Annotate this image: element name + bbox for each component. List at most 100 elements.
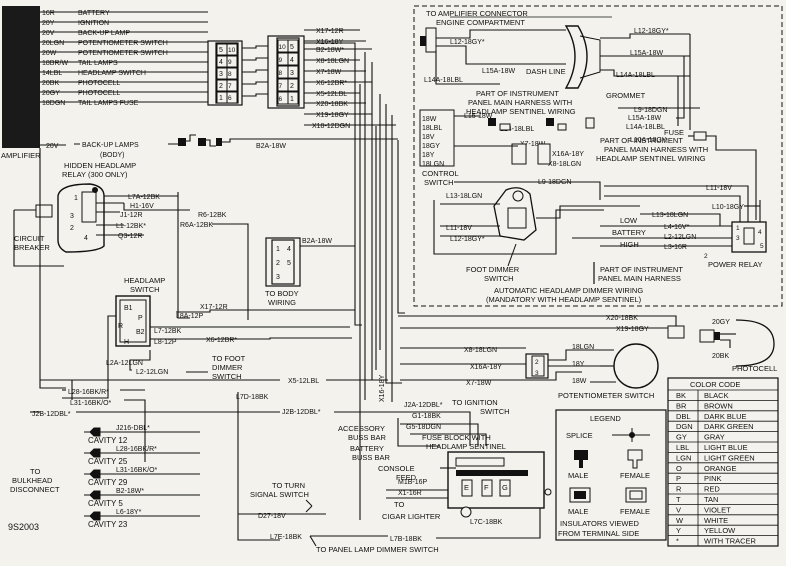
right-pin-left: 6 xyxy=(279,96,283,103)
amp-wire-code: 18BR/W xyxy=(42,60,68,67)
turn-signal: TO TURN SIGNAL SWITCH D27-18V xyxy=(238,481,326,520)
cc-color: PINK xyxy=(704,474,722,483)
ab-high: HIGH xyxy=(620,240,639,249)
right-pin-right: 3 xyxy=(290,70,294,77)
bulkhead-cavity-label: CAVITY 29 xyxy=(88,478,128,487)
bulkhead-wire-label: L28-16BK/R* xyxy=(116,446,157,453)
ab-w-x8: X8-18LGN xyxy=(548,161,581,168)
amplifier-label: AMPLIFIER xyxy=(1,151,41,160)
ab-w-l13: L13-18LGN xyxy=(652,212,688,219)
ab-h2-1: PANEL MAIN HARNESS WITH xyxy=(604,145,708,154)
ab-h3-0: PART OF INSTRUMENT xyxy=(600,265,683,274)
amp-pin-left: 1 xyxy=(219,95,223,102)
ab-h1-1: PANEL MAIN HARNESS WITH xyxy=(468,98,572,107)
fuse-block: J2A-12DBL* G1-18BK G5-18DGN M1B-16P X1-1… xyxy=(338,402,552,526)
amp-wire-label: TAIL LAMPS xyxy=(78,60,118,67)
ab-w-x7: X7-18W xyxy=(520,141,546,148)
cc-code: DBL xyxy=(676,412,691,421)
amp-wire-label: BACK-UP LAMP xyxy=(78,30,130,37)
panel-dimmer: L7E-18BK L7B-18BK TO PANEL LAMP DIMMER S… xyxy=(270,500,541,554)
cc-color: BLACK xyxy=(704,391,729,400)
ab-w-l14a: L14A-18LBL xyxy=(424,77,463,84)
pin-cell xyxy=(287,65,299,79)
fd-b: DIMMER xyxy=(212,363,243,372)
cc-color: YELLOW xyxy=(704,526,736,535)
ab-w-l15a-c: L15A-18W xyxy=(628,115,661,122)
fb-w-l7c: L7C-18BK xyxy=(470,519,503,526)
power-relay: 1 3 4 5 2 POWER RELAY xyxy=(704,221,767,269)
amp-wire-code: 20V xyxy=(42,30,55,37)
bw-pin-5: 5 xyxy=(287,260,291,267)
right-pin-right: 2 xyxy=(290,83,294,90)
amp-wire-code: 14LBL xyxy=(42,70,62,77)
bw-label-2: WIRING xyxy=(268,298,296,307)
ab-w-l13b: L13-18LGN xyxy=(446,193,482,200)
fds-label-1: SWITCH xyxy=(484,274,514,283)
ab-w-l10a: L10A-18GY xyxy=(630,137,667,144)
cc-code: R xyxy=(676,485,682,494)
auto-dimmer-box: TO AMPLIFIER CONNECTOR ENGINE COMPARTMEN… xyxy=(413,5,783,307)
cc-color: RED xyxy=(704,485,720,494)
right-wire-label: X7-18W xyxy=(316,69,342,76)
cc-color: GRAY xyxy=(704,433,725,442)
relay-lines xyxy=(96,192,249,320)
relay-title: HIDDEN HEADLAMP xyxy=(64,161,136,170)
pr-pin-1: 1 xyxy=(736,225,740,232)
cc-code: W xyxy=(676,516,684,525)
diagram-id: 9S2003 xyxy=(8,522,39,532)
bulkhead-disconnect: TO BULKHEAD DISCONNECT J216-DBL*CAVITY 1… xyxy=(10,425,200,529)
right-wire-label: X19-18GY xyxy=(316,112,349,119)
circuit-breaker: CIRCUIT BREAKER xyxy=(13,204,64,267)
control-wire-label: 18Y xyxy=(422,152,435,159)
ps-pin-3: 3 xyxy=(535,370,539,377)
ab-h1-2: HEADLAMP SENTINEL WIRING xyxy=(466,107,576,116)
fb-l-console: CONSOLE xyxy=(378,464,415,473)
right-pin-left: 9 xyxy=(279,57,283,64)
bulkhead-cavity-label: CAVITY 23 xyxy=(88,520,128,529)
hs-lines xyxy=(62,309,355,399)
cc-title: COLOR CODE xyxy=(690,380,740,389)
hs-wire-label: L2A-12LGN xyxy=(106,360,143,367)
fds-label-0: FOOT DIMMER xyxy=(466,265,520,274)
amp-wire-label: HEADLAMP SWITCH xyxy=(78,70,146,77)
ab-h2-0: PART OF INSTRUMENT xyxy=(600,136,683,145)
potentiometer-switch: X8-18LGN X16A-18Y X7-18W 2 3 18LGN 18Y 1… xyxy=(400,343,659,400)
pr-label: POWER RELAY xyxy=(708,260,762,269)
cc-code: T xyxy=(676,495,681,504)
svg-text:20V: 20V xyxy=(46,143,59,150)
amp-wire-code: 18DGN xyxy=(42,100,65,107)
pr-pin-5: 5 xyxy=(760,243,764,250)
ab-w-l9: L9-18DGN xyxy=(634,107,667,114)
pin-cell xyxy=(226,67,238,80)
pin-cell xyxy=(226,43,238,56)
cc-color: VIOLET xyxy=(704,505,731,514)
lw-j2b-right: J2B-12DBL* xyxy=(282,409,321,416)
legend-male-2: MALE xyxy=(568,507,588,516)
amp-pin-left: 2 xyxy=(219,83,223,90)
ign-label-1: SWITCH xyxy=(480,407,510,416)
relay-wire-label: L1-12BK* xyxy=(116,223,146,230)
pd-w2: L7B-18BK xyxy=(390,536,422,543)
legend-title: LEGEND xyxy=(590,414,621,423)
amp-wire-label: PHOTOCELL xyxy=(78,90,120,97)
control-wire-label: 18V xyxy=(422,134,435,141)
legend-female-2: FEMALE xyxy=(620,507,650,516)
right-pin-left: 8 xyxy=(279,70,283,77)
hs-wire-label: L2-12LGN xyxy=(136,369,168,376)
hs-wire-label: X6-12BR* xyxy=(206,337,237,344)
lw-l28: L28-16BK/R* xyxy=(68,389,109,396)
foot-dimmer-switch: FOOT DIMMER SWITCH xyxy=(466,187,537,283)
ps-c: 18W xyxy=(572,378,587,385)
breaker-label: CIRCUIT xyxy=(14,234,45,243)
relay-sub: RELAY (300 ONLY) xyxy=(62,170,128,179)
connector-bundle xyxy=(242,42,405,520)
amp-pin-left: 3 xyxy=(219,71,223,78)
pin-cell xyxy=(287,91,299,105)
ps-w1: X16A-18Y xyxy=(470,364,502,371)
pc-label: PHOTOCELL xyxy=(732,364,777,373)
bh-label-to: TO xyxy=(30,467,40,476)
ab-w-l11: L11-18V xyxy=(706,185,732,192)
